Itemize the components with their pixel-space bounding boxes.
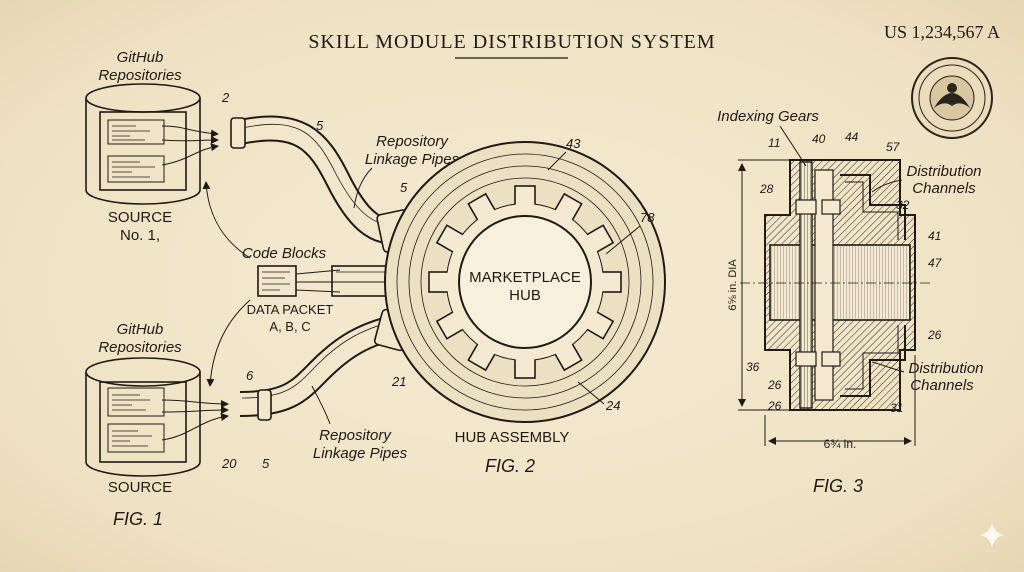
ref-11: 11 <box>768 136 780 150</box>
fig1-caption: FIG. 1 <box>113 509 163 529</box>
diameter-dimension: 6⅝ in. DIA <box>727 259 739 311</box>
ref-31: 31 <box>890 401 903 415</box>
ref-26-mid: 26 <box>767 378 782 392</box>
fig3-caption: FIG. 3 <box>813 476 863 496</box>
bottom-repo-label-2: Repositories <box>98 339 182 356</box>
page-title: SKILL MODULE DISTRIBUTION SYSTEM <box>308 31 715 53</box>
repository-linkage-pipe-top <box>230 115 414 253</box>
sparkle-icon <box>980 522 1004 548</box>
ref-5-mid: 5 <box>400 180 408 195</box>
hub-label-2: HUB <box>509 287 541 304</box>
ref-44: 44 <box>845 130 859 144</box>
patent-number: US 1,234,567 A <box>884 22 1000 42</box>
official-seal <box>911 57 993 139</box>
source-repository-top <box>85 83 219 205</box>
ref-5-top: 5 <box>316 118 324 133</box>
ref-6: 6 <box>246 368 254 383</box>
source-repository-bottom <box>85 357 229 477</box>
ref-78: 78 <box>640 210 655 225</box>
pipes-top-label-1: Repository <box>376 133 449 150</box>
ref-43: 43 <box>566 136 581 151</box>
ref-32: 32 <box>896 198 910 212</box>
dist-top-label-2: Channels <box>912 180 976 197</box>
hub-label-1: MARKETPLACE <box>469 269 581 286</box>
ref-21: 21 <box>391 374 406 389</box>
top-source-label-1: SOURCE <box>108 209 172 226</box>
repository-linkage-pipe-bottom <box>239 308 413 421</box>
dist-top-label-1: Distribution <box>906 163 981 180</box>
hub-gear <box>428 185 622 379</box>
ref-2: 2 <box>221 90 230 105</box>
ref-47: 47 <box>928 256 943 270</box>
ref-26-right: 26 <box>927 328 942 342</box>
ref-40: 40 <box>812 132 826 146</box>
data-packet-label-2: A, B, C <box>269 319 310 334</box>
data-packet <box>257 265 341 297</box>
top-repo-label-2: Repositories <box>98 67 182 84</box>
distribution-cross-section <box>740 159 930 411</box>
ref-57: 57 <box>886 140 901 154</box>
data-packet-label-1: DATA PACKET <box>247 302 334 317</box>
bottom-repo-label-1: GitHub <box>117 321 164 338</box>
pipes-bottom-label-2: Linkage Pipes <box>313 445 408 462</box>
ref-36: 36 <box>746 360 760 374</box>
top-repo-label-1: GitHub <box>117 49 164 66</box>
ref-24: 24 <box>605 398 620 413</box>
ref-26-low: 26 <box>767 399 782 413</box>
hub-assembly-label: HUB ASSEMBLY <box>455 429 570 446</box>
dist-bottom-label-2: Channels <box>910 377 974 394</box>
bottom-source-label: SOURCE <box>108 479 172 496</box>
pipes-bottom-label-1: Repository <box>319 427 392 444</box>
dimension-lines <box>738 159 916 446</box>
top-source-label-2: No. 1, <box>120 227 160 244</box>
ref-28: 28 <box>759 182 774 196</box>
width-dimension: 6¾ in. <box>824 437 857 451</box>
ref-20: 20 <box>221 456 237 471</box>
pipes-top-label-2: Linkage Pipes <box>365 151 460 168</box>
ref-5-bottom: 5 <box>262 456 270 471</box>
indexing-gears-label: Indexing Gears <box>717 108 819 125</box>
dist-bottom-label-1: Distribution <box>908 360 983 377</box>
ref-41: 41 <box>928 229 941 243</box>
code-blocks-label: Code Blocks <box>242 245 327 262</box>
hub-assembly <box>384 141 666 423</box>
fig2-caption: FIG. 2 <box>485 456 535 476</box>
